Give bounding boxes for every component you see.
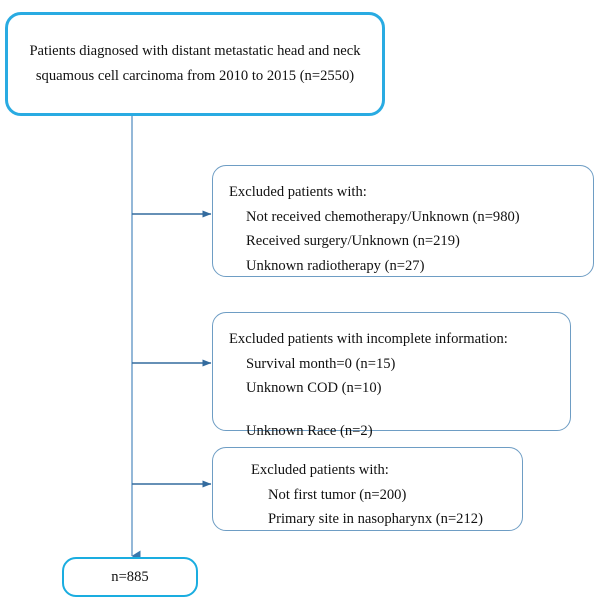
excluded-node-2-body: Excluded patients with incomplete inform…: [213, 313, 570, 443]
final-cohort-node: n=885: [62, 557, 198, 597]
excluded-node-2-item-1: Survival month=0 (n=15): [246, 355, 396, 372]
excluded-node-2-item-2: Unknown COD (n=10): [246, 380, 382, 396]
excluded-node-2-item-3: Unknown Race (n=2): [246, 422, 373, 439]
excluded-node-1-body: Excluded patients with: Not received che…: [213, 166, 593, 278]
source-cohort-node: Patients diagnosed with distant metastat…: [5, 12, 385, 116]
source-cohort-line-2: squamous cell carcinoma from 2010 to 201…: [35, 68, 355, 84]
excluded-node-1: Excluded patients with: Not received che…: [212, 165, 594, 277]
excluded-node-1-item-3: Unknown radiotherapy (n=27): [246, 257, 425, 274]
excluded-node-3: Excluded patients with: Not first tumor …: [212, 447, 523, 531]
excluded-node-2: Excluded patients with incomplete inform…: [212, 312, 571, 439]
excluded-node-3-header: Excluded patients with:: [251, 462, 389, 478]
final-cohort-label: n=885: [111, 568, 149, 585]
excluded-node-2-header: Excluded patients with incomplete inform…: [229, 331, 508, 347]
source-cohort-line-1: Patients diagnosed with distant metastat…: [29, 43, 361, 59]
excluded-node-1-item-2: Received surgery/Unknown (n=219): [246, 233, 460, 249]
excluded-node-3-body: Excluded patients with: Not first tumor …: [213, 448, 522, 532]
excluded-node-1-header: Excluded patients with:: [229, 184, 367, 200]
excluded-node-3-item-2: Primary site in nasopharynx (n=212): [268, 511, 483, 527]
excluded-node-3-item-1: Not first tumor (n=200): [268, 486, 407, 503]
excluded-node-1-item-1: Not received chemotherapy/Unknown (n=980…: [246, 208, 520, 225]
